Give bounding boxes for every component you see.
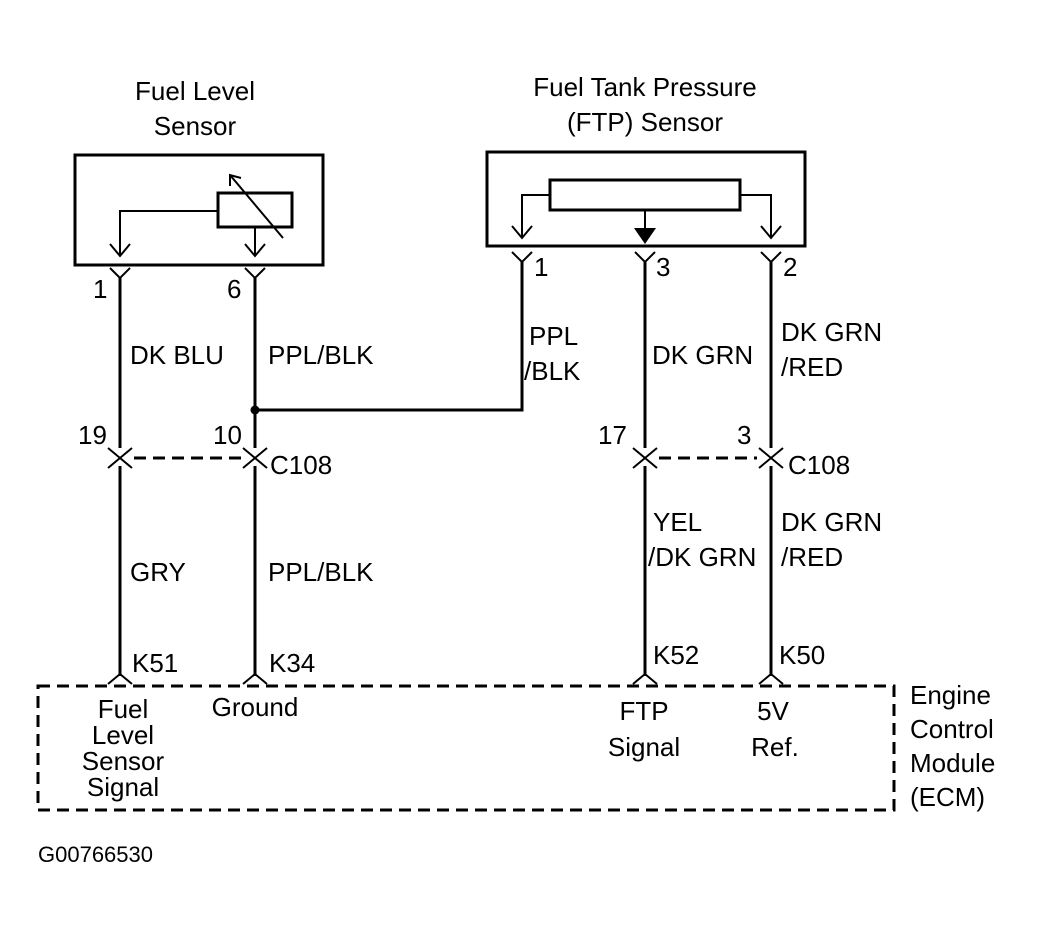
wire-label-ppl-blk-lower: PPL/BLK: [268, 557, 374, 587]
ecm-box: [36, 684, 896, 812]
ecm-pin-k52: K52: [653, 640, 699, 670]
fuel-level-internal-wire-a: [119, 210, 218, 256]
fuel-level-sensor-title-line1: Fuel Level: [135, 76, 255, 106]
ecm-signal-fuel-level-line4: Signal: [87, 772, 159, 802]
ecm-signal-5v-ref-line2: Ref.: [751, 732, 799, 762]
ecm-signal-ftp-line2: Signal: [608, 732, 680, 762]
c108-left-terminal-a-top: [107, 447, 133, 460]
ftp-wiper-arrowhead: [634, 228, 656, 244]
wire-label-ppl-line2: /BLK: [524, 356, 581, 386]
ecm-signal-fuel-level-line1: Fuel: [98, 694, 149, 724]
fuel-level-pin-a: 1: [93, 274, 107, 304]
ftp-pin-b: 3: [656, 252, 670, 282]
c108-right-terminal-b-top: [758, 447, 784, 460]
wire-ppl-blk-splice: [255, 262, 524, 412]
wire-label-dk-grn-red-lower-line2: /RED: [781, 542, 843, 572]
ecm-label-line1: Engine: [910, 680, 991, 710]
ftp-internal-wire-c: [740, 194, 772, 238]
fuel-level-sensor: Fuel Level Sensor 1 6: [73, 76, 325, 304]
c108-left-terminal-a-bottom: [107, 456, 133, 469]
ftp-internal-arrow-c: [760, 225, 782, 240]
fuel-level-internal-arrow-a: [109, 243, 131, 258]
ecm-pin-k50: K50: [779, 640, 825, 670]
ftp-resistor-symbol: [548, 178, 742, 212]
ecm-signal-fuel-level-line3: Sensor: [82, 746, 165, 776]
ecm-pin-k51: K51: [132, 648, 178, 678]
upper-wires: DK BLU PPL/BLK PPL /BLK DK GRN DK GRN /R…: [118, 262, 882, 448]
ftp-sensor-box: [485, 150, 807, 248]
c108-left-name: C108: [270, 450, 332, 480]
c108-right-terminal-a-top: [632, 447, 658, 460]
ecm-terminal-k51: [107, 672, 133, 685]
c108-left-terminal-b-bottom: [242, 456, 268, 469]
connector-c108-left: 19 10 C108: [78, 420, 332, 480]
c108-left-pin-b: 10: [213, 420, 242, 450]
ecm-module: Fuel Level Sensor Signal Ground FTP Sign…: [36, 680, 995, 812]
wire-label-dk-grn-red-lower-line1: DK GRN: [781, 507, 882, 537]
c108-left-pin-a: 19: [78, 420, 107, 450]
c108-right-terminal-b-bottom: [758, 456, 784, 469]
wire-label-dk-blu: DK BLU: [130, 340, 224, 370]
ftp-pin-a: 1: [534, 252, 548, 282]
fuel-level-sensor-box: [73, 153, 325, 267]
wire-label-ppl-line1: PPL: [529, 321, 578, 351]
figure-id: G00766530: [38, 842, 153, 867]
ecm-label-line2: Control: [910, 714, 994, 744]
wire-label-dk-grn-red-line1: DK GRN: [781, 317, 882, 347]
fuel-level-terminal-a: [109, 267, 131, 280]
fuel-level-internal-arrow-b: [244, 243, 266, 258]
wire-label-dk-grn-red-line2: /RED: [781, 352, 843, 382]
ftp-terminal-b: [634, 251, 656, 264]
ecm-signal-ftp-line1: FTP: [619, 696, 668, 726]
ftp-internal-wire-a: [521, 194, 550, 238]
variable-resistor-symbol: [216, 191, 294, 229]
ecm-signal-ground: Ground: [212, 692, 299, 722]
fuel-level-pin-b: 6: [227, 274, 241, 304]
ecm-terminal-k52: [632, 672, 658, 685]
ftp-sensor-title-line1: Fuel Tank Pressure: [533, 72, 757, 102]
ecm-terminal-k50: [758, 672, 784, 685]
c108-right-terminal-a-bottom: [632, 456, 658, 469]
variable-resistor-arrow-shaft: [229, 174, 284, 239]
ecm-label-line3: Module: [910, 748, 995, 778]
wire-label-yel-line2: /DK GRN: [648, 542, 756, 572]
variable-resistor-arrowhead: [229, 173, 242, 186]
c108-right-pin-a: 17: [598, 420, 627, 450]
ecm-terminals: K51 K34 K52 K50: [107, 640, 825, 685]
lower-wires: GRY PPL/BLK YEL /DK GRN DK GRN /RED: [118, 466, 882, 676]
ftp-sensor-title-line2: (FTP) Sensor: [567, 107, 723, 137]
wire-label-yel-line1: YEL: [653, 507, 702, 537]
fuel-level-sensor-title-line2: Sensor: [154, 111, 237, 141]
ftp-terminal-c: [760, 251, 782, 264]
wire-label-ppl-blk: PPL/BLK: [268, 340, 374, 370]
c108-right-name: C108: [788, 450, 850, 480]
ecm-terminal-k34: [242, 672, 268, 685]
ecm-signal-fuel-level-line2: Level: [92, 720, 154, 750]
c108-left-terminal-b-top: [242, 447, 268, 460]
ecm-signal-5v-ref-line1: 5V: [757, 696, 789, 726]
connector-c108-right: 17 3 C108: [598, 420, 850, 480]
fuel-level-terminal-b: [244, 267, 266, 280]
c108-right-pin-b: 3: [737, 420, 751, 450]
ecm-pin-k34: K34: [269, 648, 315, 678]
ftp-terminal-a: [511, 251, 533, 264]
ftp-sensor: Fuel Tank Pressure (FTP) Sensor 1 3 2: [485, 72, 807, 282]
ecm-label-line4: (ECM): [910, 782, 985, 812]
splice-dot: [250, 405, 260, 415]
ftp-pin-c: 2: [783, 252, 797, 282]
ftp-internal-arrow-a: [511, 225, 533, 240]
wire-label-gry: GRY: [130, 557, 186, 587]
wire-label-dk-grn: DK GRN: [652, 340, 753, 370]
